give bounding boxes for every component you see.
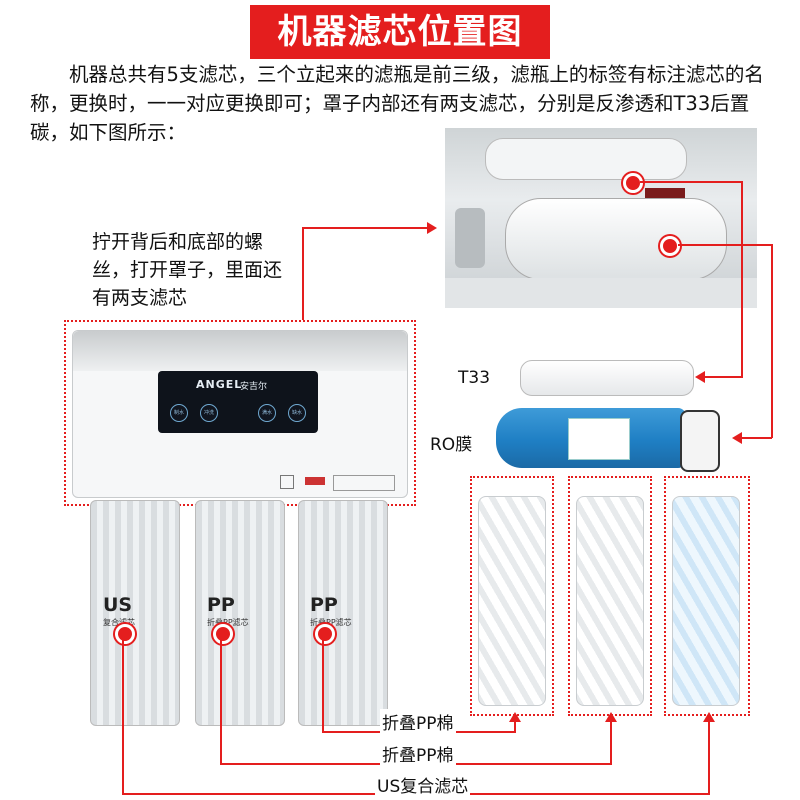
purifier-housing: ANGEL 安吉尔 制水 冲洗 满水 缺水 [72,330,408,498]
canister-us-label: US [103,594,133,616]
marker-t33-dot [623,173,643,193]
connector-cover-to-photo-v [302,228,304,320]
ro-membrane-end [680,410,720,472]
ro-label: RO膜 [430,435,473,455]
intro-text: 机器总共有5支滤芯，三个立起来的滤瓶是前三级，滤瓶上的标签有标注滤芯的名称，更换… [30,63,764,144]
canister-us [90,500,180,726]
brand-logo-cn: 安吉尔 [240,382,268,392]
us-cartridge [672,496,740,706]
panel-button-1[interactable]: 制水 [170,404,188,422]
canister-pp-1 [195,500,285,726]
connector-cover-to-photo-arrow [427,222,437,234]
panel-button-3[interactable]: 满水 [258,404,276,422]
control-panel: ANGEL 安吉尔 制水 冲洗 满水 缺水 [158,371,318,433]
marker-pp1-dot [213,624,233,644]
label-us: US复合滤芯 [375,772,471,797]
connector-t33-v [741,181,743,378]
connector-t33-arrow [695,371,705,383]
canister-pp1-sublabel: 折叠PP滤芯 [207,618,249,627]
connector-t33-h [640,181,742,183]
canister-pp-2 [298,500,388,726]
label-pp-second: 折叠PP棉 [380,741,456,766]
connector-pp1-arrow [605,712,617,722]
connector-ro-arrow [732,432,742,444]
t33-filter [520,360,694,396]
panel-button-2[interactable]: 冲洗 [200,404,218,422]
open-cover-note: 拧开背后和底部的螺丝，打开罩子，里面还有两支滤芯 [92,231,283,309]
marker-ro-dot [660,236,680,256]
connector-t33-h2 [705,376,742,378]
page-title: 机器滤芯位置图 [277,12,523,52]
connector-us-v [122,640,124,794]
connector-ro-h [678,244,772,246]
connector-us-arrow [703,712,715,722]
connector-pp1-up [610,722,612,765]
canister-pp2-label: PP [310,594,338,616]
connector-pp2-up [514,722,516,733]
ro-membrane-tag [568,418,630,460]
panel-button-4[interactable]: 缺水 [288,404,306,422]
connector-pp1-v [220,640,222,764]
brand-logo: ANGEL [196,378,243,391]
label-pp-first: 折叠PP棉 [380,709,456,734]
connector-ro-h2 [742,437,772,439]
connector-pp2-v [322,640,324,732]
connector-us-up [708,722,710,795]
connector-pp2-arrow [509,712,521,722]
title-banner [250,5,550,59]
canister-pp2-sublabel: 折叠PP滤芯 [310,618,352,627]
connector-cover-to-photo-h [302,227,427,229]
connector-ro-v [771,244,773,438]
pp-cartridge-1 [478,496,546,706]
t33-label: T33 [458,368,491,388]
canister-pp1-label: PP [207,594,235,616]
marker-pp2-dot [315,624,335,644]
inner-filters-photo [445,128,757,308]
pp-cartridge-2 [576,496,644,706]
marker-us-dot [115,624,135,644]
canister-us-sublabel: 复合滤芯 [103,618,135,627]
